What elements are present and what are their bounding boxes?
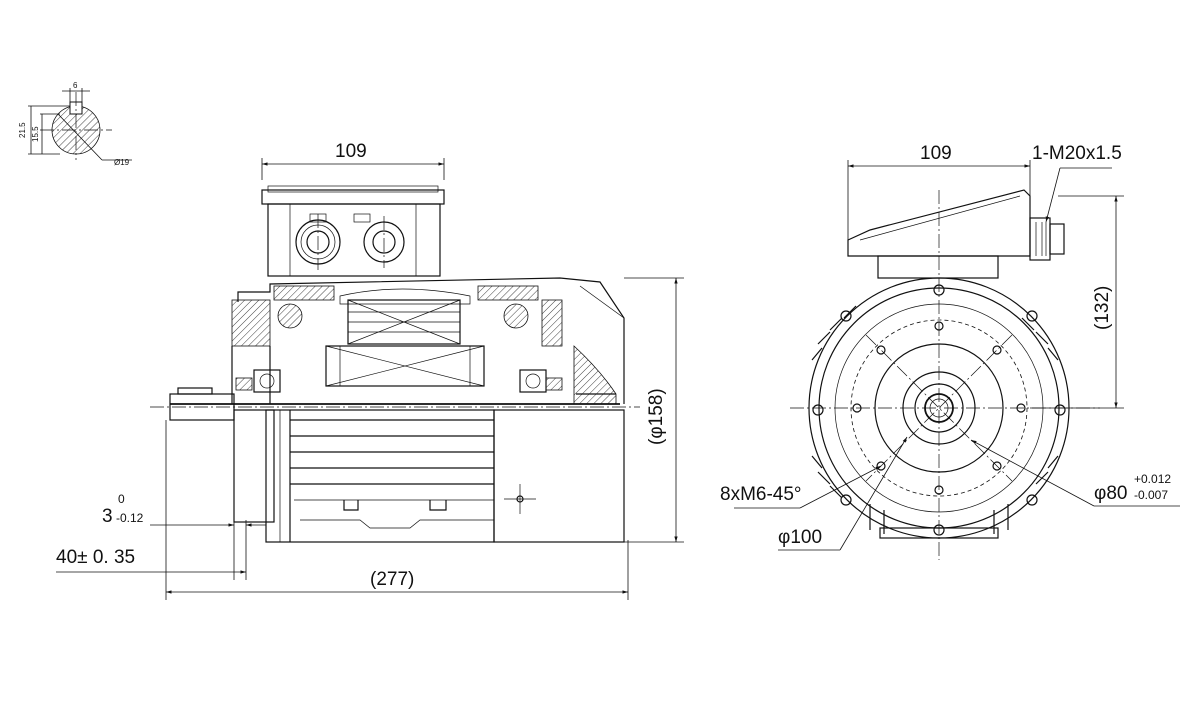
hole [1016, 403, 1026, 413]
depth-label: 15.5 [31, 126, 40, 142]
hole [992, 461, 1002, 471]
hole [852, 403, 862, 413]
hole [934, 485, 944, 495]
holes-spec-label: 8xM6-45° [720, 484, 802, 505]
cable-gland-label: 1-M20x1.5 [1032, 143, 1122, 164]
spigot-label: φ80 [1094, 483, 1127, 504]
end-terminal-box [847, 189, 1065, 279]
end-box-width-label: 109 [920, 143, 952, 164]
spigot-tolerance-lower: -0.007 [1134, 488, 1168, 502]
housing-exterior [233, 409, 625, 543]
box-height-label: (132) [1092, 286, 1113, 330]
key-height-label: 21.5 [18, 122, 27, 138]
overall-height-label: (φ158) [646, 388, 667, 445]
overall-length-label: (277) [370, 569, 414, 590]
end-flange [790, 190, 1100, 560]
hole [934, 321, 944, 331]
shaft-section-detail: 6 21.5 15.5 Ø19 [18, 81, 132, 167]
flange-tolerance-upper: 0 [118, 492, 125, 506]
hole [992, 345, 1002, 355]
housing-section [150, 277, 640, 421]
shaft-extension-label: 40± 0. 35 [56, 547, 135, 568]
motor-end-view: 109 1-M20x1.5 (132) [720, 143, 1180, 560]
motor-side-view: 109 [56, 141, 684, 600]
flange-tolerance-lower: -0.12 [116, 511, 144, 525]
shaft-diameter-label: Ø19 [114, 158, 130, 167]
hole [876, 345, 886, 355]
keyway-width-label: 6 [73, 81, 78, 90]
pcd-label: φ100 [778, 527, 822, 548]
side-box-width-label: 109 [335, 141, 367, 162]
flange-thickness-label: 3 [102, 506, 113, 527]
spigot-tolerance-upper: +0.012 [1134, 472, 1171, 486]
terminal-box [261, 185, 445, 277]
